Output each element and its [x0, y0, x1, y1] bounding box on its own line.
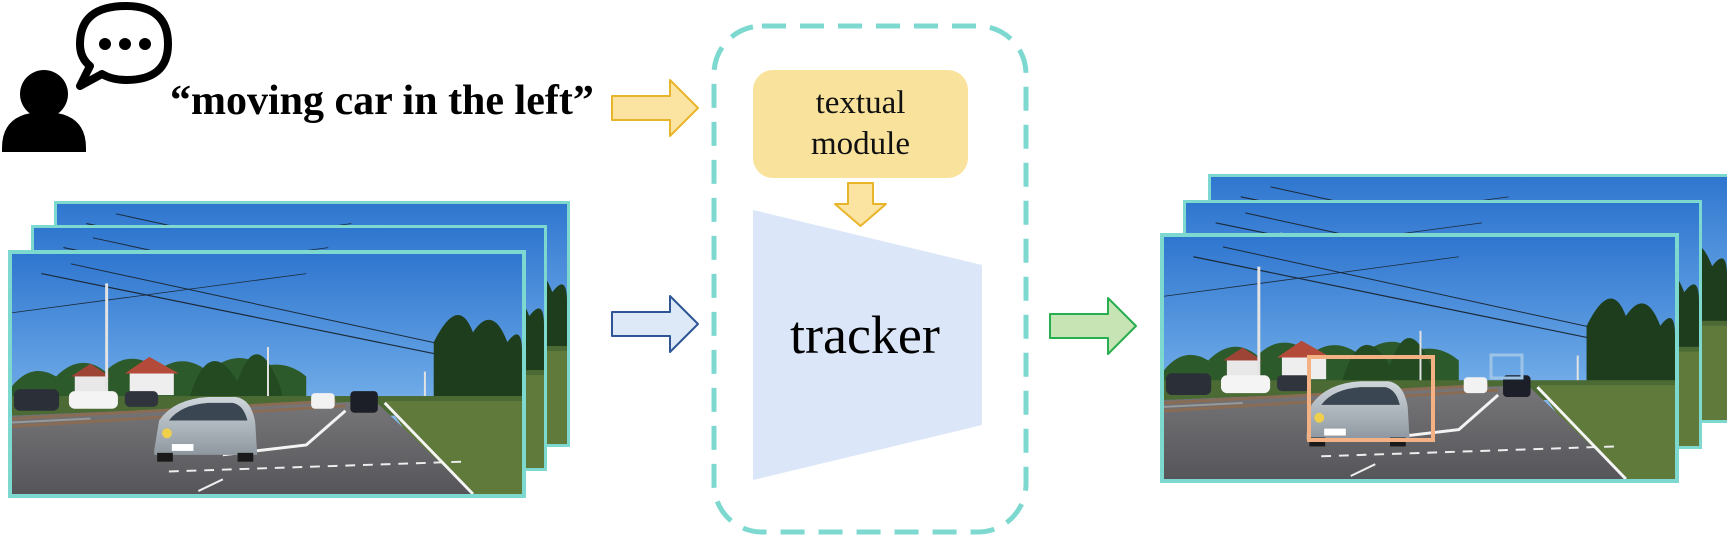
tracked-car-bbox	[1307, 355, 1435, 442]
textual-module-label: textual module	[811, 84, 910, 162]
output-frames-stack	[1160, 174, 1727, 483]
tracker-block	[753, 210, 982, 480]
output-arrow	[1049, 297, 1137, 355]
text-input-arrow	[611, 79, 699, 137]
output-frame-front	[1160, 233, 1679, 483]
tracked-car-bbox-distant	[1489, 353, 1524, 380]
input-frame-front	[8, 250, 526, 498]
textual-module-box: textual module	[753, 70, 968, 178]
user-icon	[2, 70, 86, 152]
input-frames-stack	[8, 201, 570, 498]
tracker-label: tracker	[790, 305, 940, 365]
module-to-tracker-arrow	[834, 182, 887, 227]
language-query: “moving car in the left”	[170, 78, 594, 124]
model-container	[711, 23, 1029, 535]
video-input-arrow	[611, 295, 699, 353]
speech-bubble-icon	[76, 2, 172, 90]
